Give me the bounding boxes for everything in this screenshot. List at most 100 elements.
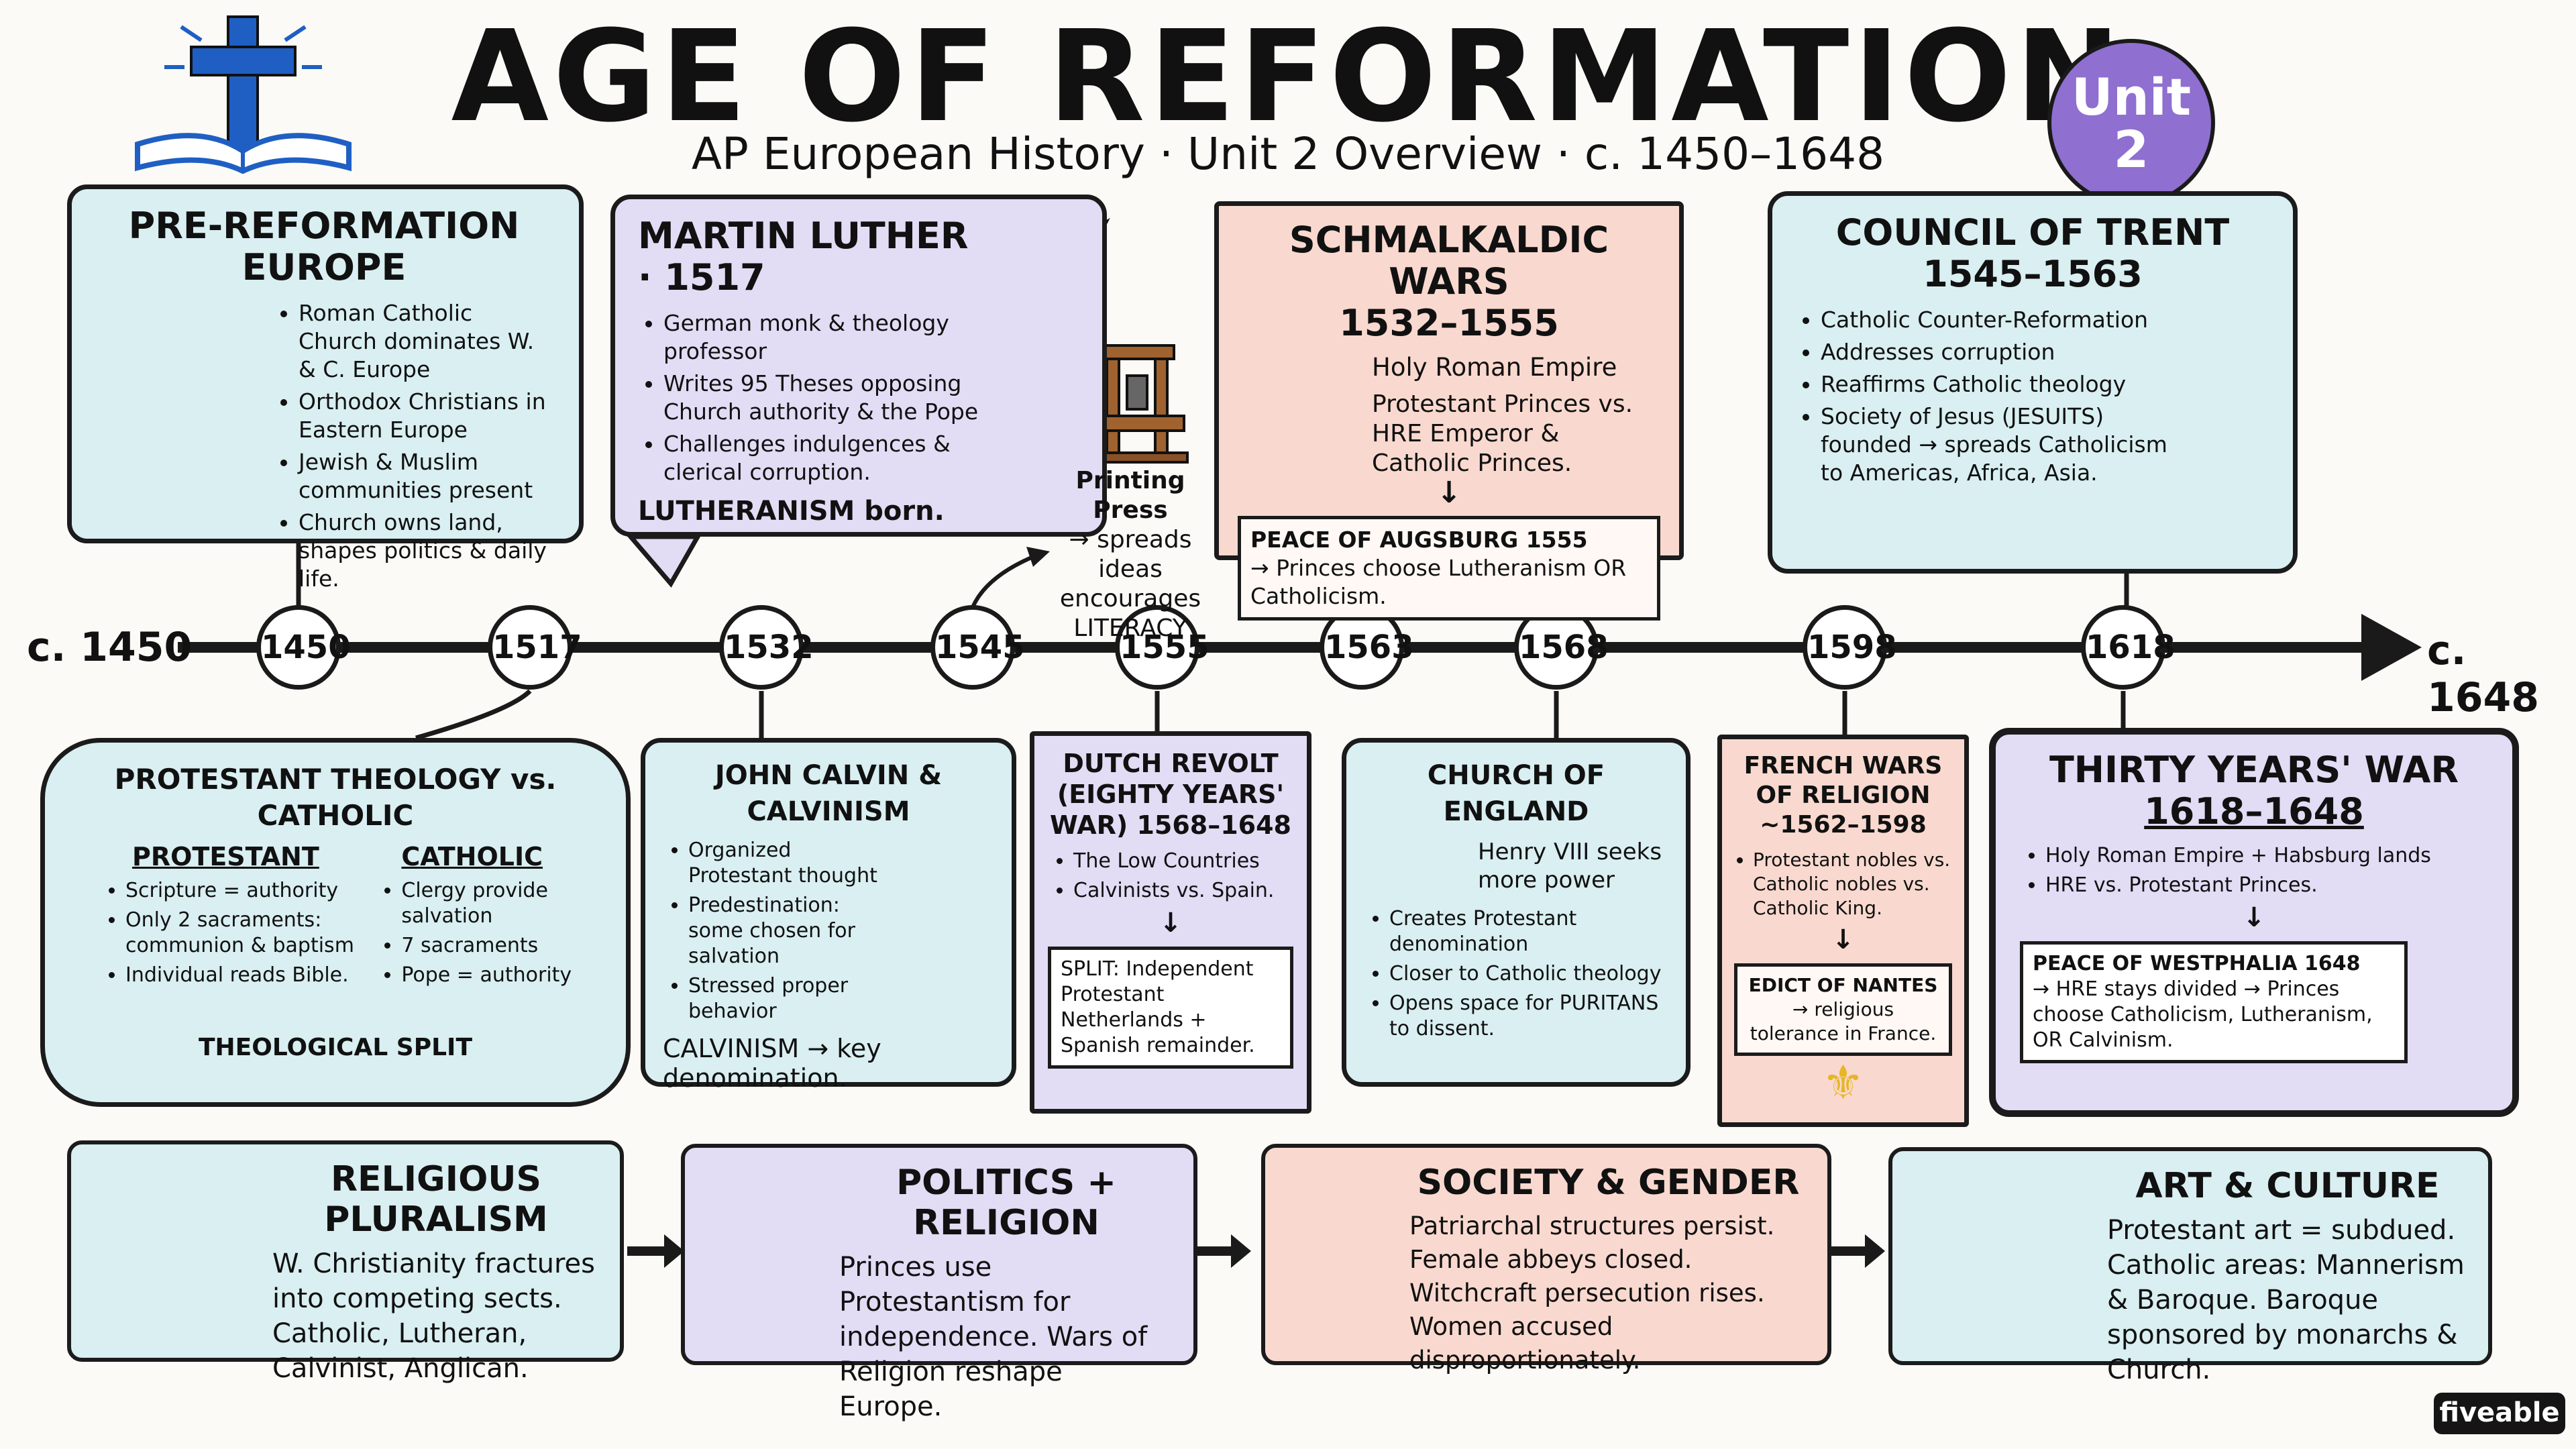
edict-of-nantes-box: EDICT OF NANTES → religious tolerance in…: [1734, 963, 1952, 1056]
page-title: AGE OF REFORMATION: [451, 3, 2125, 150]
theme-text: Patriarchal structures persist. Female a…: [1409, 1212, 1775, 1375]
schmalkaldic-title: SCHMALKALDIC WARS: [1289, 219, 1609, 303]
trent-title: COUNCIL OF TRENT: [1835, 211, 2230, 254]
unit-badge: Unit 2: [2047, 39, 2215, 207]
theology-title: PROTESTANT THEOLOGY vs. CATHOLIC: [114, 763, 557, 832]
theme-religious-pluralism: RELIGIOUS PLURALISM W. Christianity frac…: [67, 1140, 624, 1384]
thirty-years-war-box: THIRTY YEARS' WAR 1618–1648 Holy Roman E…: [1989, 728, 2519, 1117]
timeline-node: 1618: [2081, 605, 2176, 690]
list-item: Individual reads Bible.: [125, 963, 361, 988]
catholic-heading: CATHOLIC: [401, 842, 543, 871]
council-of-trent-box: COUNCIL OF TRENT 1545–1563 Catholic Coun…: [1768, 191, 2298, 574]
list-item: 7 sacraments: [401, 933, 592, 959]
timeline-node: 1450: [256, 605, 351, 690]
list-item: Protestant nobles vs. Catholic nobles vs…: [1753, 848, 1952, 920]
theme-title: ART & CULTURE: [2135, 1166, 2440, 1206]
list-item: Roman Catholic Church dominates W. & C. …: [299, 299, 556, 384]
timeline-node: 1598: [1803, 605, 1897, 690]
protestant-heading: PROTESTANT: [132, 842, 319, 871]
theme-society-gender: SOCIETY & GENDER Patriarchal structures …: [1261, 1144, 1831, 1375]
theme-text: W. Christianity fractures into competing…: [272, 1248, 595, 1384]
list-item: HRE vs. Protestant Princes.: [2045, 873, 2488, 898]
pre-reformation-title: PRE-REFORMATION EUROPE: [128, 205, 520, 288]
edict-title: EDICT OF NANTES: [1748, 974, 1938, 996]
list-item: Holy Roman Empire + Habsburg lands: [2045, 843, 2488, 869]
printing-press-text: → spreads ideas encourages LITERACY: [1059, 526, 1201, 642]
calvin-box: JOHN CALVIN & CALVINISM Organized Protes…: [641, 738, 1016, 1093]
thirty-title: THIRTY YEARS' WAR: [2049, 749, 2459, 791]
unit-word: Unit: [2071, 67, 2192, 127]
pre-reformation-box: PRE-REFORMATION EUROPE Roman Catholic Ch…: [67, 184, 584, 592]
england-lead: Henry VIII seeks more power: [1478, 839, 1662, 894]
french-title: FRENCH WARS OF RELIGION ~1562–1598: [1743, 752, 1943, 839]
list-item: Scripture = authority: [125, 878, 361, 904]
unit-number: 2: [2113, 119, 2149, 179]
down-arrow: ↓: [1159, 908, 1182, 938]
theme-art-culture: ART & CULTURE Protestant art = subdued. …: [1888, 1147, 2492, 1385]
list-item: Writes 95 Theses opposing Church authori…: [663, 370, 988, 426]
peace-of-augsburg-box: PEACE OF AUGSBURG 1555 → Princes choose …: [1238, 516, 1660, 621]
theme-text: Protestant art = subdued. Catholic areas…: [2107, 1215, 2465, 1385]
edict-text: → religious tolerance in France.: [1750, 998, 1937, 1044]
list-item: Opens space for PURITANS to dissent.: [1389, 991, 1668, 1042]
dutch-split-text: SPLIT: Independent Protestant Netherland…: [1048, 947, 1293, 1069]
list-item: Only 2 sacraments: communion & baptism: [125, 908, 361, 959]
down-arrow: ↓: [1436, 476, 1462, 510]
martin-luther-box: MARTIN LUTHER · 1517 German monk & theol…: [610, 195, 1107, 537]
down-arrow: ↓: [2243, 902, 2265, 933]
theme-title: SOCIETY & GENDER: [1417, 1163, 1800, 1203]
timeline-node: 1532: [719, 605, 814, 690]
theological-split-label: THEOLOGICAL SPLIT: [198, 1034, 473, 1061]
schmalkaldic-dates: 1532–1555: [1339, 302, 1559, 344]
theme-politics-religion: POLITICS + RELIGION Princes use Protesta…: [681, 1144, 1197, 1422]
down-arrow: ↓: [1831, 924, 1855, 955]
westphalia-title: PEACE OF WESTPHALIA 1648: [2033, 952, 2361, 975]
list-item: Pope = authority: [401, 963, 592, 988]
list-item: Catholic Counter-Reformation: [1821, 306, 2176, 334]
schmalkaldic-line1: Holy Roman Empire: [1372, 353, 1617, 382]
cross-bible-icon: [135, 15, 352, 174]
list-item: Jewish & Muslim communities present: [299, 448, 556, 504]
theme-title: POLITICS + RELIGION: [896, 1163, 1116, 1243]
schmalkaldic-line2: Protestant Princes vs. HRE Emperor & Cat…: [1372, 390, 1633, 477]
list-item: Predestination: some chosen for salvatio…: [688, 893, 894, 969]
theme-title: RELIGIOUS PLURALISM: [324, 1159, 548, 1240]
calvin-title: JOHN CALVIN & CALVINISM: [714, 760, 943, 827]
list-item: Calvinists vs. Spain.: [1073, 878, 1293, 904]
timeline-arrowhead: [2361, 614, 2422, 681]
list-item: Stressed proper behavior: [688, 973, 894, 1024]
list-item: Clergy provide salvation: [401, 878, 592, 929]
trent-dates: 1545–1563: [1923, 253, 2143, 295]
theme-arrows: [627, 1234, 1885, 1268]
list-item: Creates Protestant denomination: [1389, 906, 1668, 957]
speech-tail: [625, 534, 702, 588]
timeline-node: 1555: [1115, 605, 1210, 690]
dutch-title: DUTCH REVOLT (EIGHTY YEARS' WAR) 1568–16…: [1050, 749, 1291, 840]
printing-press-icon: [1085, 344, 1189, 464]
calvinism-note: CALVINISM → key denomination.: [663, 1034, 881, 1093]
westphalia-text: → HRE stays divided → Princes choose Cat…: [2033, 977, 2373, 1052]
list-item: German monk & theology professor: [663, 309, 988, 366]
list-item: Organized Protestant thought: [688, 838, 894, 889]
thirty-dates: 1618–1648: [2144, 790, 2364, 833]
list-item: Closer to Catholic theology: [1389, 961, 1668, 987]
timeline-node: 1545: [930, 605, 1025, 690]
list-item: Society of Jesus (JESUITS) founded → spr…: [1821, 402, 2176, 487]
theme-text: Princes use Protestantism for independen…: [839, 1252, 1148, 1422]
peace-of-augsburg-title: PEACE OF AUGSBURG 1555: [1250, 527, 1588, 553]
dutch-revolt-box: DUTCH REVOLT (EIGHTY YEARS' WAR) 1568–16…: [1030, 731, 1311, 1114]
fleur-de-lis-icon: ⚜: [1822, 1055, 1864, 1110]
brand-logo: fiveable: [2434, 1393, 2565, 1434]
theology-comparison-box: PROTESTANT THEOLOGY vs. CATHOLIC PROTEST…: [40, 738, 631, 1107]
lutheranism-note: LUTHERANISM born.: [638, 496, 945, 527]
list-item: Challenges indulgences & clerical corrup…: [663, 430, 988, 486]
printing-press-label: Printing Press: [1075, 467, 1185, 524]
martin-luther-title: MARTIN LUTHER · 1517: [638, 215, 969, 299]
schmalkaldic-wars-box: SCHMALKALDIC WARS 1532–1555 Holy Roman E…: [1214, 201, 1684, 621]
list-item: The Low Countries: [1073, 849, 1293, 874]
list-item: Reaffirms Catholic theology: [1821, 370, 2176, 398]
timeline-node: 1517: [488, 605, 582, 690]
timeline-start-label: c. 1450: [27, 624, 193, 671]
list-item: Addresses corruption: [1821, 338, 2176, 366]
french-wars-box: FRENCH WARS OF RELIGION ~1562–1598 Prote…: [1717, 735, 1969, 1127]
